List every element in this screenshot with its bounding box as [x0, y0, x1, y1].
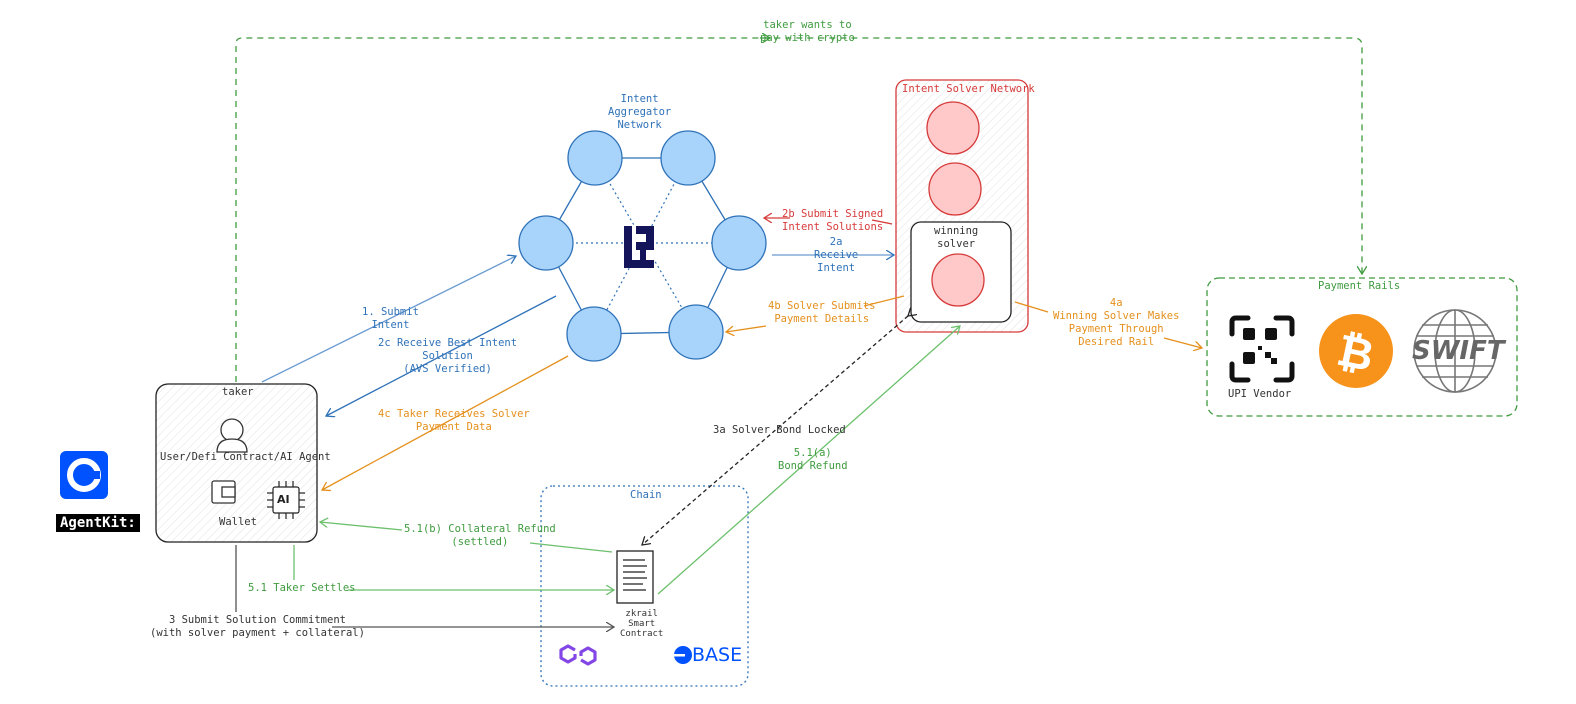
payment-rails-title: Payment Rails: [1318, 280, 1401, 292]
label-collateral-refund: 5.1(b) Collateral Refund(settled): [404, 523, 556, 548]
label-bond-refund: 5.1(a)Bond Refund: [778, 447, 848, 472]
base-text: BASE: [692, 644, 743, 666]
ai-chip-text: AI: [277, 493, 290, 506]
bitcoin-icon: [1319, 314, 1393, 388]
arrow-winning-pay-a: [1014, 301, 1049, 313]
agentkit-label: AgentKit:: [56, 514, 140, 532]
solver-node-1: [926, 101, 980, 155]
qr-code-inner: [1243, 328, 1277, 364]
taker-title: taker: [222, 386, 254, 398]
label-taker-settles: 5.1 Taker Settles: [248, 582, 356, 594]
arrow-solver-submits-b: [726, 325, 767, 332]
swift-globe-icon: [1413, 309, 1497, 393]
arrow-submit-signed: [871, 219, 893, 225]
arrow-collateral-b: [320, 522, 403, 531]
arrow-bond-refund: [657, 326, 960, 595]
winning-solver-node: [931, 253, 985, 307]
solver-network-title: Intent Solver Network: [902, 83, 1035, 95]
polygon-logo-icon: [559, 644, 597, 666]
user-label: User/Defi Contract/AI Agent: [160, 451, 331, 463]
arrow-submit-intent: [261, 256, 516, 383]
upi-vendor-label: UPI Vendor: [1228, 388, 1292, 400]
user-icon: [216, 418, 248, 453]
arrow-collateral-a: [529, 542, 613, 553]
smart-contract-icon: [616, 550, 654, 604]
qr-code-icon: [1229, 315, 1295, 383]
top-dashed-route: [235, 37, 1362, 382]
arrow-receive-best: [326, 295, 557, 416]
label-bond-locked: 3a Solver Bond Locked: [713, 424, 846, 436]
ai-chip-icon: [267, 481, 305, 519]
wallet-label: Wallet: [219, 516, 257, 528]
swift-text: SWIFT: [1412, 336, 1505, 366]
label-commitment: 3 Submit Solution Commitment(with solver…: [150, 614, 365, 639]
wallet-icon: [211, 480, 236, 504]
arrow-bond-locked: [642, 316, 908, 545]
chain-title: Chain: [630, 489, 662, 501]
arrow-winning-pay-b: [1163, 337, 1202, 348]
network-logo-icon: [624, 226, 654, 268]
solver-node-2: [928, 162, 982, 216]
arrow-solver-submits-a: [863, 295, 905, 307]
arrow-taker-receives: [322, 355, 569, 490]
